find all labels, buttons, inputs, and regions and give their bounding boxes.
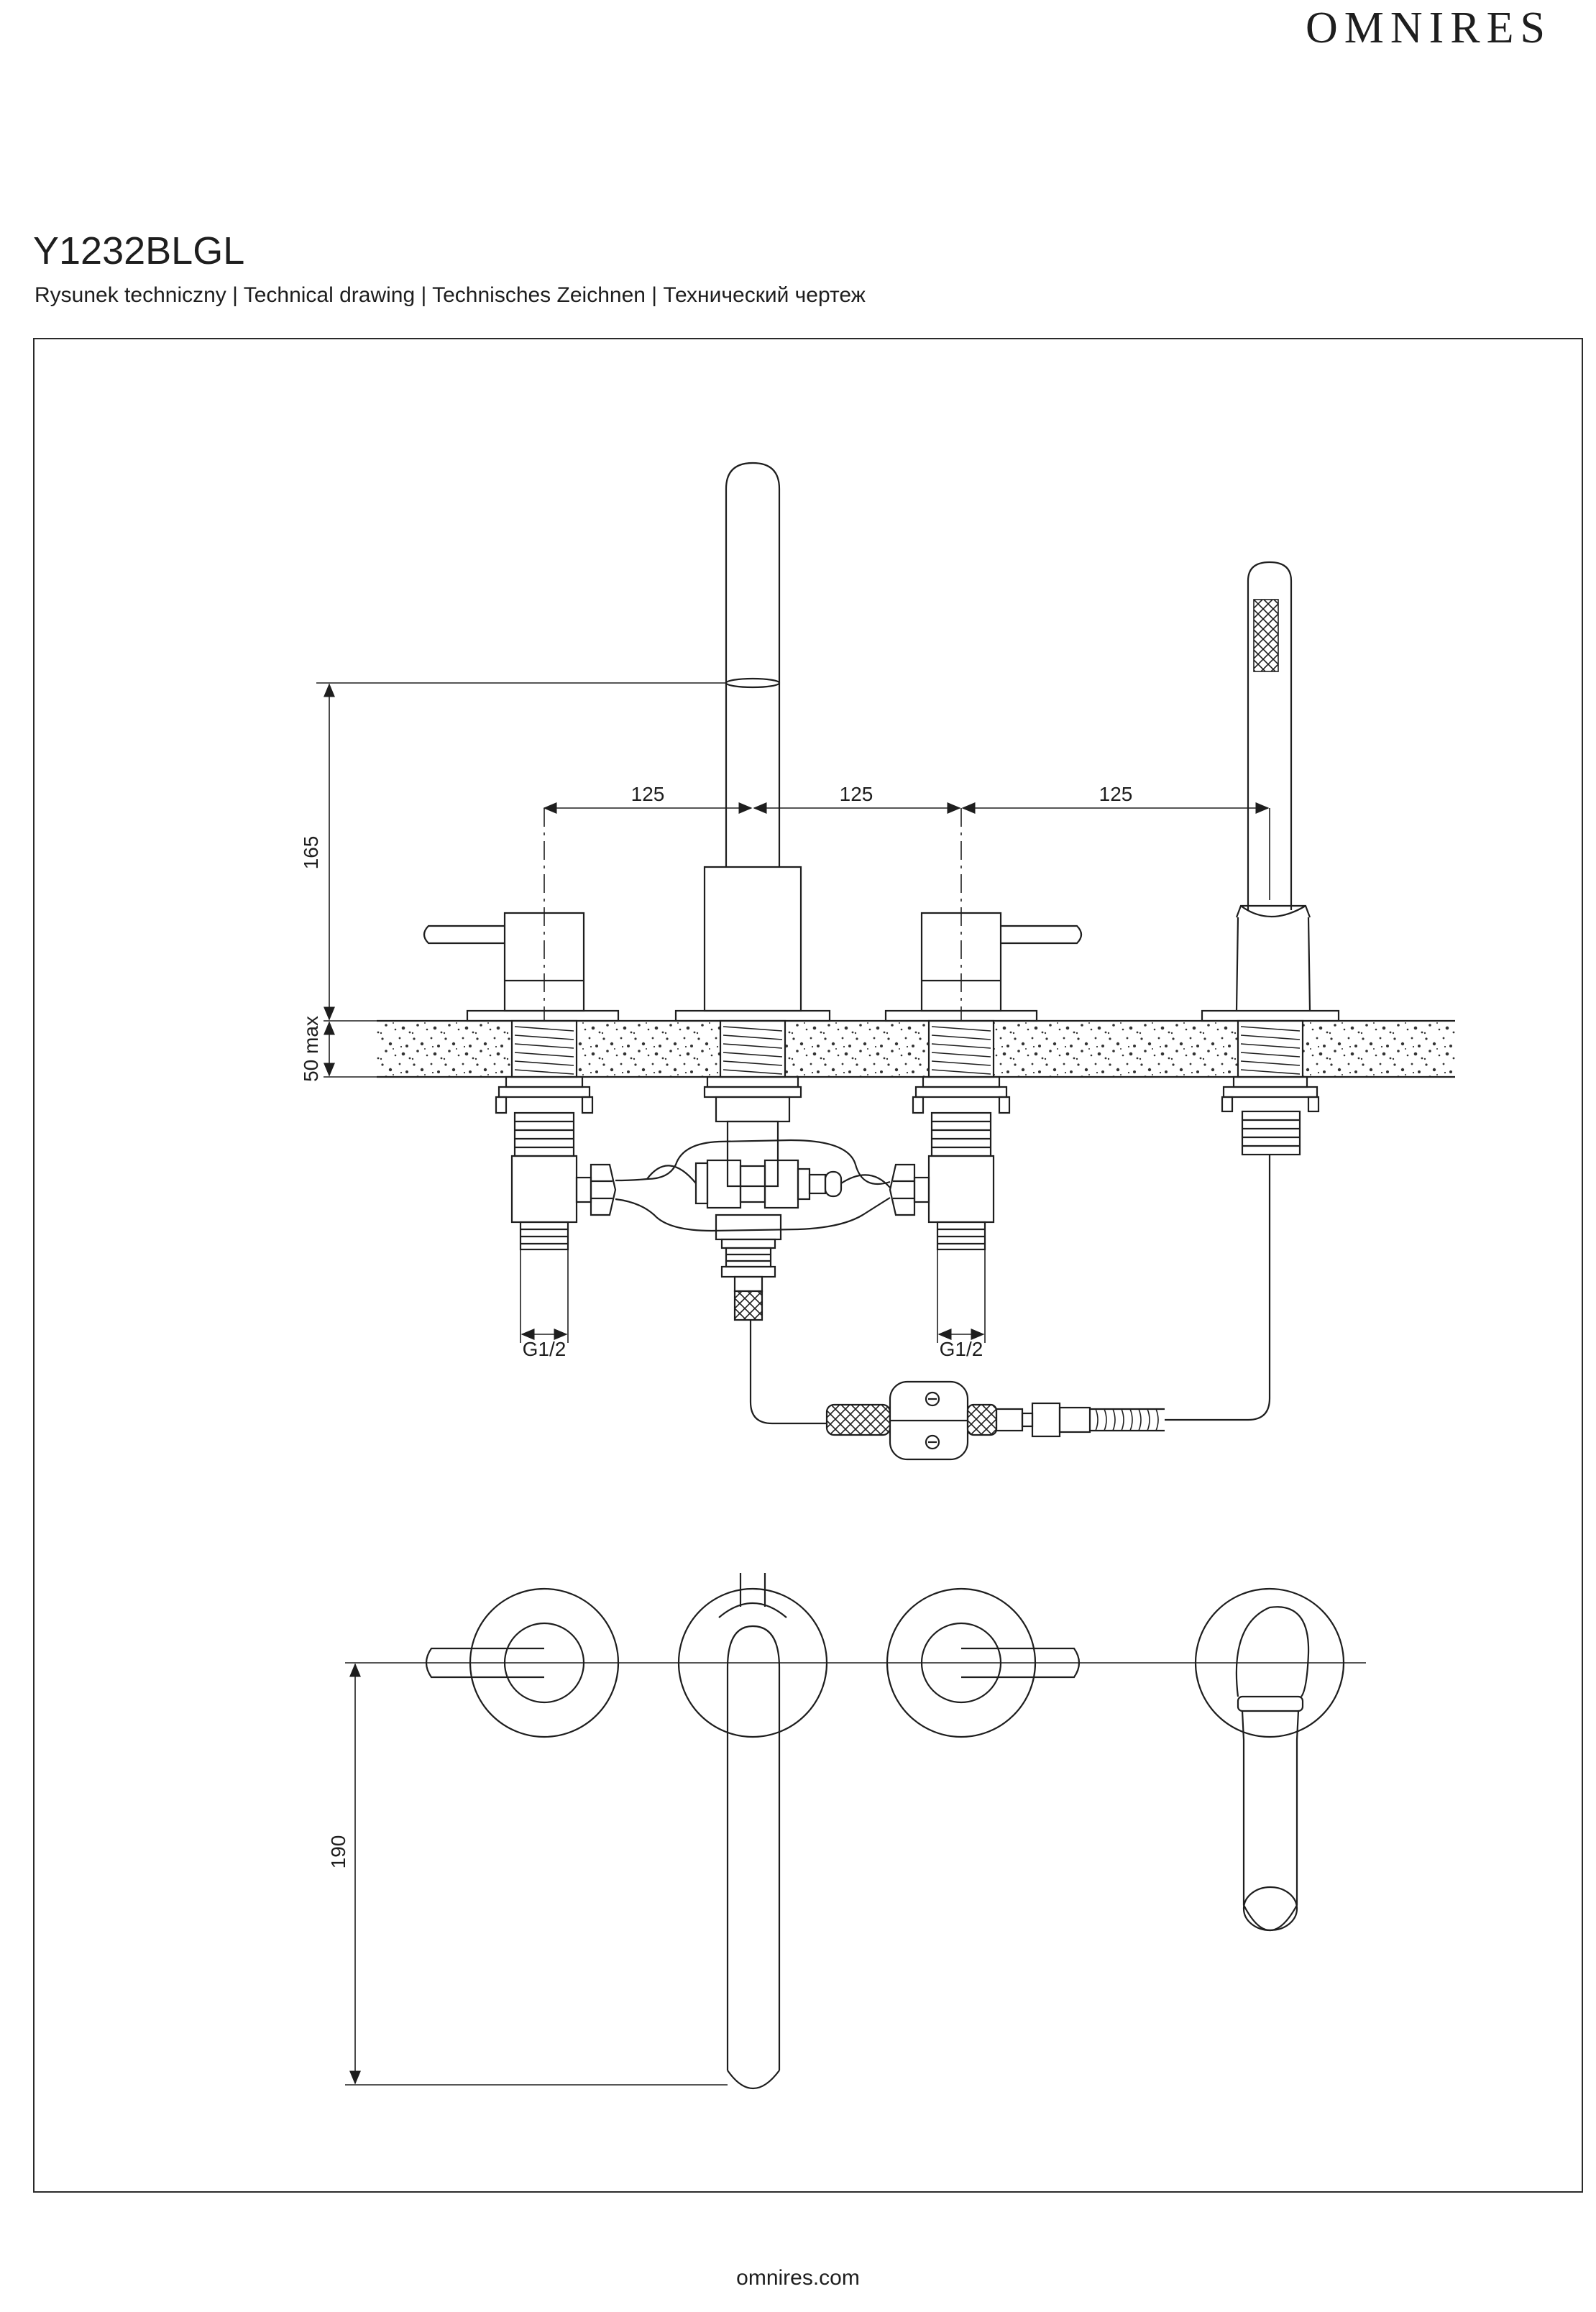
dimension-lines [316,682,1366,2086]
dim-height: 165 [300,836,322,870]
brand-logo: OMNIRES [1305,4,1551,52]
deck-countertop [377,1019,1455,1078]
dim-thread-right: G1/2 [940,1338,983,1360]
connecting-hoses [615,1139,891,1232]
page-subtitle: Rysunek techniczny | Technical drawing |… [35,283,866,307]
drawing-frame [33,338,1583,2193]
dim-deck-thickness: 50 max [300,1016,322,1082]
hand-shower-elevation [1201,561,1340,1156]
dim-spout-reach: 190 [327,1835,349,1869]
model-number: Y1232BLGL [33,229,245,272]
shower-hose [749,1155,1271,1461]
footer-website: omnires.com [736,2266,860,2290]
dim-spacing-3: 125 [1099,783,1133,805]
hand-shower-plan [1194,1587,1345,1932]
dim-thread-left: G1/2 [523,1338,567,1360]
spout-plan [677,1573,828,2089]
left-valve-elevation [423,912,620,1251]
right-valve-elevation [884,912,1083,1251]
dim-spacing-2: 125 [840,783,873,805]
threaded-shanks [514,1026,1301,1075]
spout-elevation [674,462,843,1321]
dim-spacing-1: 125 [631,783,665,805]
